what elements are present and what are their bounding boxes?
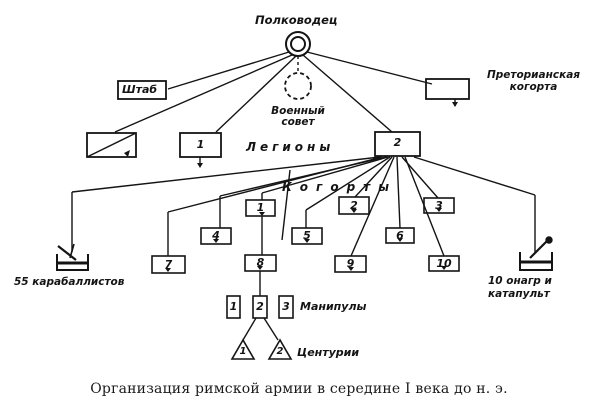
cohorts-label: Когорты	[282, 180, 397, 194]
war-council-label: Военный совет	[271, 105, 325, 128]
legion-number-2: 2	[393, 136, 402, 149]
legions-label: Легионы	[246, 140, 335, 154]
carroballistae-label: 55 карабаллистов	[14, 276, 125, 288]
maniple-number-3: 3	[282, 300, 290, 313]
cohort-box-9	[334, 255, 367, 273]
cohort-number-5: 5	[303, 229, 311, 242]
praetorian-box	[425, 78, 470, 100]
century-triangle-2	[267, 338, 293, 360]
maniples-label: Манипулы	[300, 300, 367, 313]
cohort-number-3: 3	[435, 199, 443, 212]
cohort-box-2	[338, 196, 370, 215]
maniple-number-2: 2	[256, 300, 264, 313]
onager-icon	[519, 236, 553, 271]
century-number-1: 1	[239, 346, 247, 357]
praetorian-label: Преторианская когорта	[486, 69, 581, 93]
maniple-number-1: 1	[229, 300, 238, 313]
maniple-box-2	[252, 295, 268, 319]
headquarters-box	[117, 80, 167, 100]
cohort-number-8: 8	[256, 256, 265, 269]
commander-symbol-outer	[285, 31, 311, 57]
onagri-label: 10 онагр и катапульт	[488, 275, 552, 300]
headquarters-label: Штаб	[122, 83, 158, 96]
cohort-box-6	[385, 227, 415, 244]
cohort-number-1: 1	[256, 201, 265, 214]
legion-box-2	[374, 131, 421, 157]
war-council-symbol	[284, 72, 312, 100]
cohort-number-2: 2	[350, 199, 358, 212]
maniple-box-1	[226, 295, 241, 319]
legion-box-left	[86, 132, 137, 158]
cohort-number-10: 10	[436, 257, 452, 270]
cohort-number-7: 7	[164, 258, 173, 271]
cohort-box-3	[423, 197, 455, 214]
commander-symbol-inner	[290, 36, 306, 52]
carroballista-icon	[56, 243, 89, 271]
cohort-box-5	[291, 227, 323, 245]
maniple-box-3	[278, 295, 294, 319]
commander-label: Полководец	[255, 13, 338, 27]
cohort-number-9: 9	[346, 257, 355, 270]
cohort-number-6: 6	[396, 229, 404, 242]
cohort-box-1	[245, 199, 276, 217]
centuries-label: Центурии	[297, 346, 360, 359]
century-number-2: 2	[276, 346, 284, 357]
cohort-box-4	[200, 227, 232, 245]
figure-caption: Организация римской армии в середине I в…	[90, 381, 508, 397]
cohort-box-10	[428, 255, 460, 272]
cohort-box-7	[151, 255, 186, 274]
legion-number-1: 1	[196, 138, 205, 151]
century-triangle-1	[230, 338, 256, 360]
cohort-number-4: 4	[212, 229, 220, 242]
